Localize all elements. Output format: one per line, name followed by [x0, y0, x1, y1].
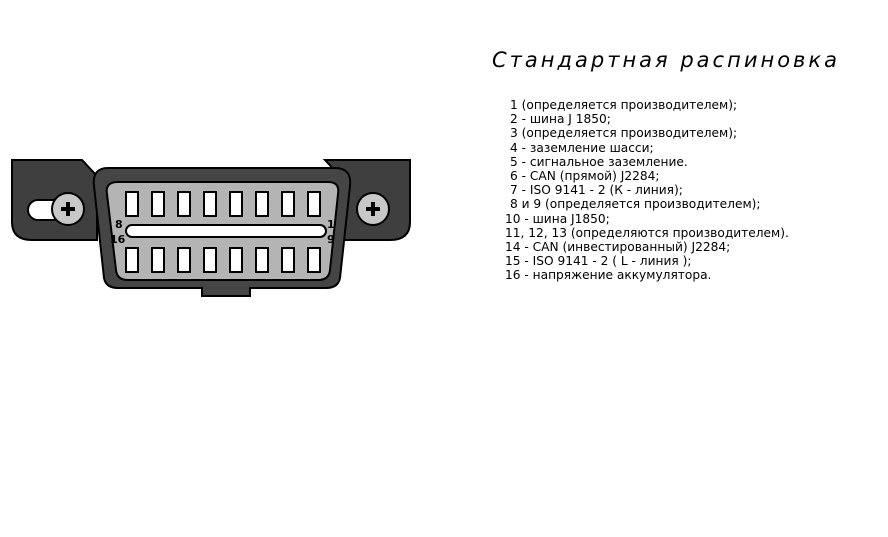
pin-cavity-bottom-6 — [255, 247, 269, 273]
legend-item-9: 10 - шина J1850; — [505, 211, 610, 226]
obd2-connector-diagram: 8 16 1 9 — [11, 159, 411, 297]
left-screw-cross — [61, 202, 75, 216]
legend-item-8: 8 и 9 (определяется производителем); — [510, 197, 761, 212]
legend-item-7: 7 - ISO 9141 - 2 (К - линия); — [510, 183, 683, 198]
legend-item-5: 5 - сигнальное заземление. — [510, 154, 688, 169]
pin-cavity-top-3 — [177, 191, 191, 217]
pin-cavity-top-4 — [203, 191, 217, 217]
pinout-legend: 1 (определяется производителем);2 - шина… — [505, 98, 789, 283]
pins-row-bottom — [125, 247, 321, 273]
pin-cavity-top-7 — [281, 191, 295, 217]
pins-row-top — [125, 191, 321, 217]
pin-cavity-top-2 — [151, 191, 165, 217]
legend-item-10: 11, 12, 13 (определяются производителем)… — [505, 225, 789, 240]
legend-item-3: 3 (определяется производителем); — [510, 126, 738, 141]
pin-cavity-top-1 — [125, 191, 139, 217]
legend-item-12: 15 - ISO 9141 - 2 ( L - линия ); — [505, 254, 692, 269]
legend-item-6: 6 - CAN (прямой) J2284; — [510, 169, 660, 184]
legend-item-1: 1 (определяется производителем); — [510, 98, 738, 112]
pin-cavity-bottom-5 — [229, 247, 243, 273]
right-screw-cross — [366, 202, 380, 216]
pin-cavity-bottom-1 — [125, 247, 139, 273]
pin-label-16: 16 — [110, 233, 126, 246]
legend-item-13: 16 - напряжение аккумулятора. — [505, 268, 712, 283]
pin-cavity-top-5 — [229, 191, 243, 217]
page-title: Стандартная распиновка — [492, 48, 840, 72]
pin-cavity-top-8 — [307, 191, 321, 217]
pin-label-1: 1 — [327, 218, 335, 231]
legend-item-4: 4 - заземление шасси; — [510, 140, 654, 155]
pin-cavity-bottom-3 — [177, 247, 191, 273]
legend-item-11: 14 - CAN (инвестированный) J2284; — [505, 240, 731, 255]
legend-item-2: 2 - шина J 1850; — [510, 112, 611, 127]
pin-cavity-bottom-8 — [307, 247, 321, 273]
pin-cavity-bottom-2 — [151, 247, 165, 273]
pin-cavity-bottom-4 — [203, 247, 217, 273]
pin-label-8: 8 — [115, 218, 123, 231]
pin-cavity-bottom-7 — [281, 247, 295, 273]
pin-label-9: 9 — [327, 233, 335, 246]
pin-cavity-top-6 — [255, 191, 269, 217]
connector-center-bar — [125, 224, 327, 238]
